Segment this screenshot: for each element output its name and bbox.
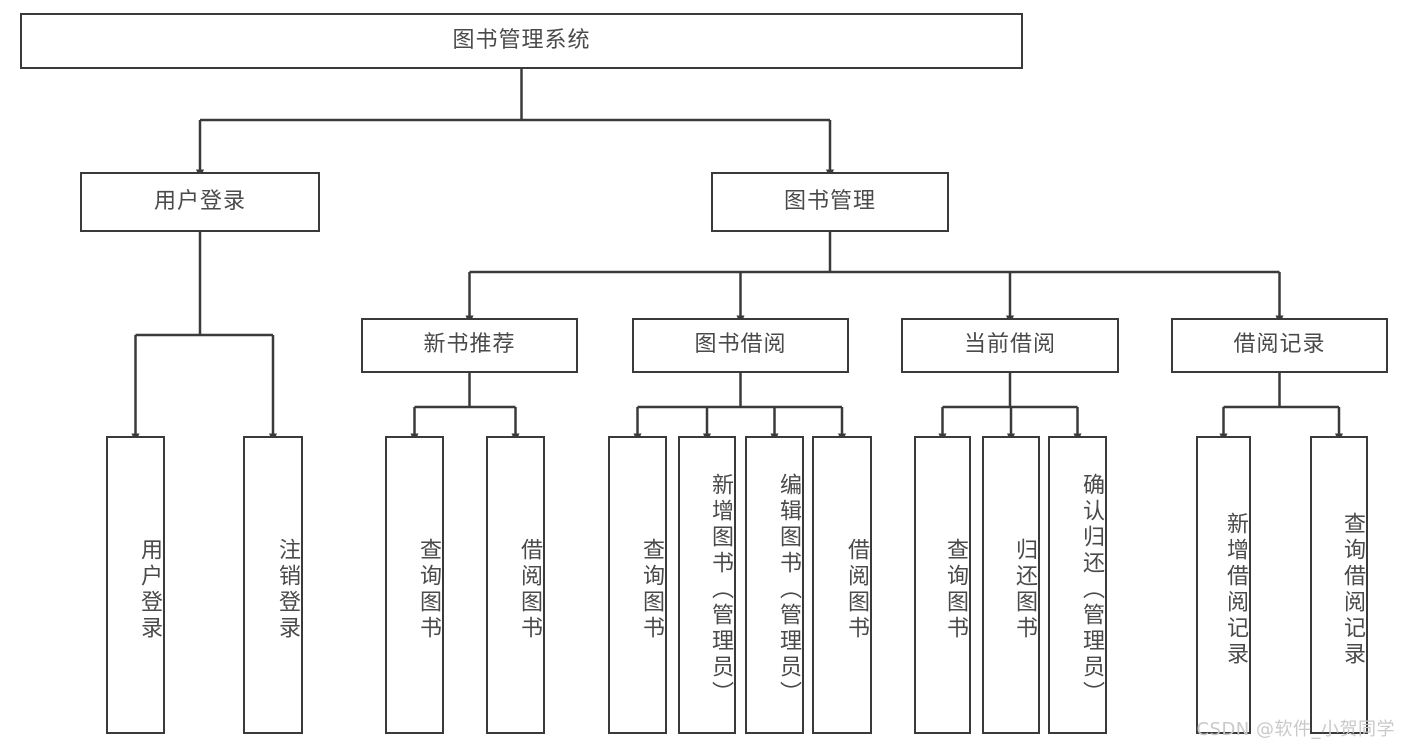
node-leaf-borrow-book-1[interactable]: 借阅图书	[486, 436, 545, 734]
node-new-book-rec[interactable]: 新书推荐	[361, 318, 578, 373]
node-label: 用户登录	[137, 538, 162, 642]
node-leaf-borrow-book-2[interactable]: 借阅图书	[812, 436, 872, 734]
node-label: 查询图书	[639, 538, 664, 642]
node-label: 当前借阅	[963, 332, 1056, 358]
node-label: 图书管理	[783, 188, 876, 214]
node-book-borrow[interactable]: 图书借阅	[632, 318, 849, 373]
node-leaf-user-login[interactable]: 用户登录	[106, 436, 165, 734]
node-label: 归还图书	[1012, 538, 1037, 642]
node-label: 编辑图书（管理员）	[776, 473, 801, 707]
node-label: 新书推荐	[423, 332, 516, 358]
node-leaf-query-book-2[interactable]: 查询图书	[608, 436, 667, 734]
node-leaf-query-book-3[interactable]: 查询图书	[914, 436, 971, 734]
node-leaf-add-record[interactable]: 新增借阅记录	[1196, 436, 1251, 734]
node-leaf-query-book-1[interactable]: 查询图书	[385, 436, 444, 734]
node-label: 查询图书	[943, 538, 968, 642]
node-leaf-query-record[interactable]: 查询借阅记录	[1310, 436, 1368, 734]
node-label: 用户登录	[153, 188, 246, 214]
node-leaf-add-book[interactable]: 新增图书（管理员）	[678, 436, 736, 734]
node-leaf-logout[interactable]: 注销登录	[243, 436, 303, 734]
node-label: 借阅图书	[517, 538, 542, 642]
node-leaf-confirm-return[interactable]: 确认归还（管理员）	[1048, 436, 1107, 734]
node-label: 新增借阅记录	[1223, 512, 1248, 668]
node-borrow-record[interactable]: 借阅记录	[1171, 318, 1388, 373]
csdn-watermark: CSDN @软件_小贺同学	[1196, 719, 1395, 740]
node-book-manage[interactable]: 图书管理	[711, 172, 949, 232]
node-user-login[interactable]: 用户登录	[80, 172, 320, 232]
node-label: 借阅图书	[844, 538, 869, 642]
node-root[interactable]: 图书管理系统	[20, 13, 1023, 69]
node-label: 图书管理系统	[452, 27, 591, 53]
node-label: 注销登录	[275, 538, 300, 642]
node-leaf-edit-book[interactable]: 编辑图书（管理员）	[745, 436, 804, 734]
node-leaf-return-book[interactable]: 归还图书	[982, 436, 1040, 734]
node-label: 新增图书（管理员）	[708, 473, 733, 707]
node-current-borrow[interactable]: 当前借阅	[901, 318, 1119, 373]
node-label: 确认归还（管理员）	[1079, 473, 1104, 707]
node-label: 借阅记录	[1233, 332, 1326, 358]
node-label: 图书借阅	[694, 332, 787, 358]
node-label: 查询图书	[416, 538, 441, 642]
node-label: 查询借阅记录	[1340, 512, 1365, 668]
